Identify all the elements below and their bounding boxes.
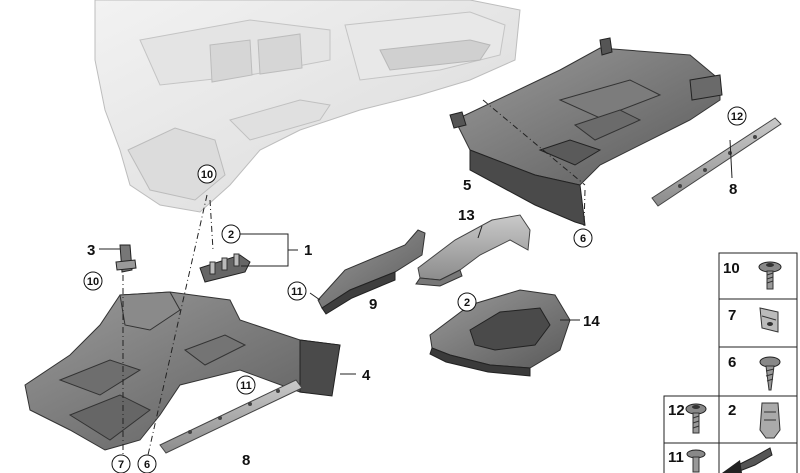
- svg-text:11: 11: [291, 286, 303, 298]
- fastener-number-7: 7: [728, 307, 736, 324]
- torx-screw-icon: [758, 261, 782, 290]
- svg-text:10: 10: [201, 169, 213, 181]
- bracket-1: [199, 253, 251, 283]
- svg-text:2: 2: [228, 229, 234, 241]
- spring-nut-icon: [759, 307, 779, 333]
- fastener-number-10: 10: [723, 260, 740, 277]
- callout-2-lower: 2: [457, 292, 477, 312]
- fastener-number-11: 11: [668, 449, 684, 466]
- svg-text:12: 12: [731, 111, 743, 123]
- svg-text:10: 10: [87, 276, 99, 288]
- expanding-rivet-icon: [686, 449, 706, 473]
- leader-lines: [99, 139, 733, 375]
- callout-10-lower: 10: [83, 271, 103, 291]
- callout-7: 7: [111, 454, 131, 473]
- svg-text:2: 2: [464, 297, 470, 309]
- footwell-trim-4: [24, 291, 341, 451]
- callout-8-upper: 8: [729, 181, 737, 198]
- callout-12: 12: [727, 106, 747, 126]
- collar-screw-icon: [685, 403, 707, 434]
- trim-strip-9: [317, 229, 426, 315]
- callout-14: 14: [583, 313, 600, 330]
- svg-text:7: 7: [118, 459, 124, 471]
- callout-6-bottom: 6: [137, 454, 157, 473]
- dashboard-carrier: [94, 0, 521, 213]
- svg-text:6: 6: [580, 233, 586, 245]
- fastener-number-2: 2: [728, 402, 736, 419]
- callout-3: 3: [87, 242, 95, 259]
- callout-10-upper: 10: [197, 164, 217, 184]
- steering-column-cover-13: [415, 214, 531, 287]
- fastener-number-12: 12: [668, 402, 685, 419]
- callout-9: 9: [369, 296, 377, 313]
- tapping-screw-icon: [759, 356, 781, 391]
- guide-lines: [122, 99, 586, 456]
- trim-panel-5: [449, 37, 723, 226]
- clip-nut-icon: [759, 402, 781, 439]
- callout-4: 4: [362, 367, 371, 384]
- mounting-strip-8-lower: [159, 379, 303, 454]
- mounting-strip-8-upper: [651, 117, 782, 207]
- callout-11-left: 11: [287, 281, 307, 301]
- svg-text:6: 6: [144, 459, 150, 471]
- callout-2-upper: 2: [221, 224, 241, 244]
- fastener-number-6: 6: [728, 354, 736, 371]
- callout-6-right: 6: [573, 228, 593, 248]
- callout-8-lower: 8: [242, 452, 250, 469]
- bracket-3: [115, 244, 137, 273]
- fastener-table: 10 7 6 12 2 11: [663, 252, 798, 473]
- svg-text:11: 11: [240, 380, 252, 392]
- callout-1: 1: [304, 242, 312, 259]
- steering-column-trim-14: [429, 289, 571, 377]
- retaining-clip-arrow-icon: [722, 447, 773, 473]
- callout-11-bottom: 11: [236, 375, 256, 395]
- callout-13: 13: [458, 207, 475, 224]
- callout-5: 5: [463, 177, 471, 194]
